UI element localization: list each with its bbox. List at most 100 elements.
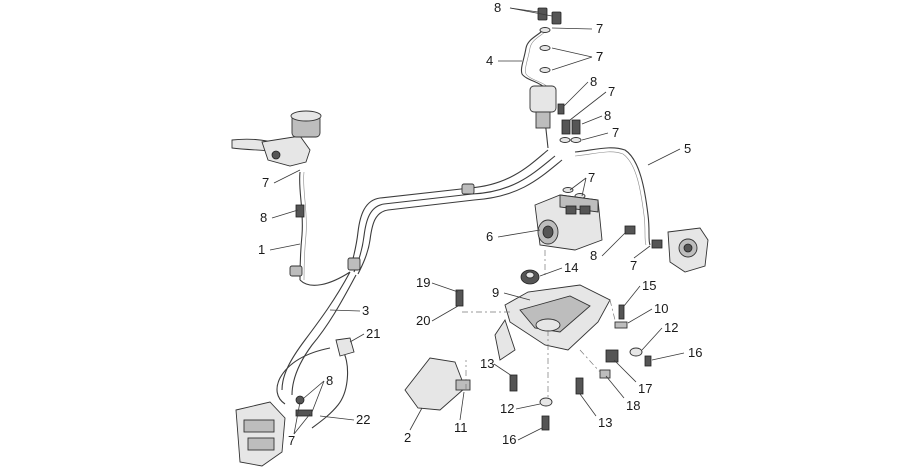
leader-line-c10-0 xyxy=(627,308,653,324)
hose-4 xyxy=(520,27,546,89)
callout-c14: 14 xyxy=(564,260,578,275)
leader-line-c11-0 xyxy=(459,391,465,421)
callout-c21: 21 xyxy=(366,326,380,341)
callout-c8-top: 8 xyxy=(494,0,501,15)
leader-line-c21-0 xyxy=(349,333,365,343)
leader-line-c15-0 xyxy=(623,285,641,307)
leader-line-c5-0 xyxy=(647,148,681,166)
bracket-2 xyxy=(404,357,471,411)
fasteners xyxy=(455,289,652,431)
leader-line-c8-left-0 xyxy=(271,209,299,219)
leader-line-c13-left-0 xyxy=(493,363,513,377)
callout-c7-f: 7 xyxy=(588,170,595,185)
callout-c7-top: 7 xyxy=(596,21,603,36)
callout-c16-right: 16 xyxy=(688,345,702,360)
leader-line-c9-0 xyxy=(503,292,531,301)
leader-line-c7-bottom-0 xyxy=(293,401,301,435)
abs-unit xyxy=(534,194,603,251)
callout-c2: 2 xyxy=(404,430,411,445)
leader-line-c7-top-0 xyxy=(551,27,593,30)
callout-c8-right: 8 xyxy=(590,248,597,263)
callout-c12-right: 12 xyxy=(664,320,678,335)
callout-c13-bottom: 13 xyxy=(598,415,612,430)
callout-c7-b: 7 xyxy=(596,49,603,64)
leader-line-c16-right-0 xyxy=(651,352,685,361)
leader-line-c7-bottom-1 xyxy=(293,413,311,435)
callout-c11: 11 xyxy=(454,420,468,435)
leader-line-c18-0 xyxy=(605,375,625,399)
leader-line-c13-bottom-0 xyxy=(579,393,597,417)
callout-c20: 20 xyxy=(416,313,430,328)
callout-c17: 17 xyxy=(638,381,652,396)
callout-c3: 3 xyxy=(362,303,369,318)
leader-line-c7-b-0 xyxy=(551,47,593,58)
callout-c7-bottom: 7 xyxy=(288,433,295,448)
hose-bundle-1 xyxy=(349,149,549,271)
callout-c6: 6 xyxy=(486,229,493,244)
assembly-lines xyxy=(462,250,616,400)
callout-c7-right: 7 xyxy=(630,258,637,273)
rubber-damper xyxy=(520,269,540,285)
leader-line-c8-top-1 xyxy=(509,7,553,17)
leader-line-c14-0 xyxy=(539,267,563,277)
leader-line-c7-f-0 xyxy=(569,177,587,191)
callout-c10: 10 xyxy=(654,301,668,316)
leader-line-c8-mid-0 xyxy=(563,81,589,107)
hose-3b xyxy=(291,274,357,396)
callout-c8-left: 8 xyxy=(260,210,267,225)
abs-bracket xyxy=(494,284,611,361)
leader-line-c7-d-0 xyxy=(569,91,607,121)
callout-c8-mid2: 8 xyxy=(604,108,611,123)
leader-line-c8-right-0 xyxy=(601,231,627,257)
front-master-cylinder xyxy=(231,110,322,167)
leader-line-c2-0 xyxy=(409,407,423,431)
callout-c7-c: 7 xyxy=(596,49,603,64)
leader-line-c12-bottom-0 xyxy=(515,403,541,410)
callout-c7-d: 7 xyxy=(608,84,615,99)
leader-line-c3-0 xyxy=(329,309,361,312)
callout-c8-bottom: 8 xyxy=(326,373,333,388)
leader-line-c16-bottom-0 xyxy=(517,427,543,441)
hose-3 xyxy=(281,271,351,391)
callout-c22: 22 xyxy=(356,412,370,427)
callout-c1: 1 xyxy=(258,242,265,257)
callout-c16-bottom: 16 xyxy=(502,432,516,447)
leader-line-c8-mid2-0 xyxy=(581,115,603,125)
leader-line-c7-b-1 xyxy=(551,56,593,71)
front-caliper xyxy=(235,395,313,467)
leader-line-c8-bottom-0 xyxy=(303,380,325,399)
hose-5 xyxy=(574,147,651,246)
leader-line-c1-0 xyxy=(269,243,301,251)
callout-c12-bottom: 12 xyxy=(500,401,514,416)
callout-c7-left: 7 xyxy=(262,175,269,190)
hose-bundle-3 xyxy=(357,159,563,275)
callout-c7-e: 7 xyxy=(612,125,619,140)
callout-c8-mid: 8 xyxy=(590,74,597,89)
leader-line-c20-0 xyxy=(431,305,459,322)
leader-line-c6-0 xyxy=(497,229,541,238)
leader-line-c17-0 xyxy=(613,359,637,383)
hose-bundle-2 xyxy=(353,155,556,273)
callout-c9: 9 xyxy=(492,285,499,300)
rear-master-cylinder xyxy=(529,7,562,129)
hose-clamp xyxy=(335,337,355,357)
leader-line-c19-0 xyxy=(431,282,459,293)
hose-guides xyxy=(289,183,475,277)
leader-line-c7-right-0 xyxy=(633,245,651,259)
hose-1 xyxy=(299,171,303,281)
rear-caliper xyxy=(624,225,709,273)
callout-c5: 5 xyxy=(684,141,691,156)
leader-line-c7-e-0 xyxy=(581,132,609,141)
hose-22 xyxy=(311,349,349,429)
leader-line-c7-left-0 xyxy=(273,169,301,184)
leader-line-c8-bottom-1 xyxy=(311,380,325,413)
leader-line-c22-0 xyxy=(319,415,355,421)
brake-lines xyxy=(276,27,651,429)
callout-c4: 4 xyxy=(486,53,493,68)
callout-c15: 15 xyxy=(642,278,656,293)
callout-c18: 18 xyxy=(626,398,640,413)
callout-c19: 19 xyxy=(416,275,430,290)
